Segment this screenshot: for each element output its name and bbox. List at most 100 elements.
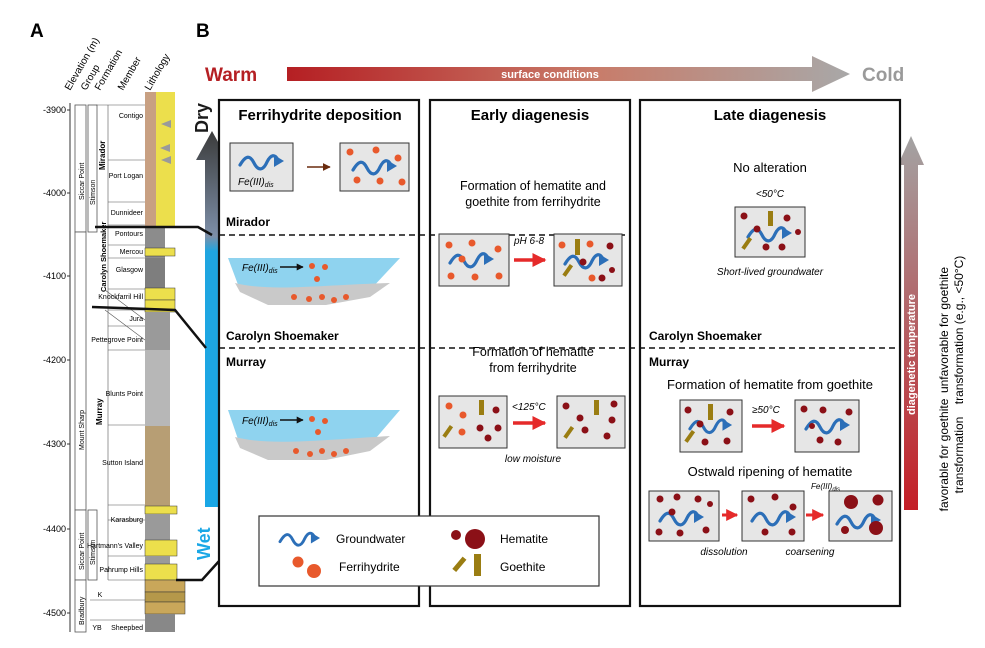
no-alteration-schematic xyxy=(734,206,806,258)
ferrihydrite-particles xyxy=(445,239,503,281)
goethite-rod xyxy=(563,425,575,439)
header-lithology: Lithology xyxy=(143,52,173,92)
murray-lake-schematic: Fe(III)dis xyxy=(228,410,400,460)
formation-box-stimson-lower xyxy=(87,509,98,581)
elevation-label: -4400 xyxy=(43,524,66,534)
hematite-from-goethite-label: Formation of hematite from goethite xyxy=(667,377,873,392)
formation-stimson-upper: Stimson xyxy=(90,180,97,205)
goethite-rod xyxy=(562,263,574,277)
formation-box-stimson-upper xyxy=(87,104,98,233)
formation-label-murray-late: Murray xyxy=(649,355,689,369)
group-bradbury: Bradbury xyxy=(79,596,86,625)
legend: Groundwater Ferrihydrite Hematite Goethi… xyxy=(258,515,600,587)
ferrihydrite-particles xyxy=(293,416,349,457)
group-box-bradbury xyxy=(74,579,87,633)
diagenetic-temperature-label: diagenetic temperature xyxy=(906,294,918,415)
deposition-title: Ferrihydrite deposition xyxy=(238,107,401,124)
temp-lt125-label: <125°C xyxy=(512,402,547,413)
ostwald-schematic xyxy=(648,490,893,542)
elevation-label: -4100 xyxy=(43,271,66,281)
early-text-2-line-2: from ferrihydrite xyxy=(489,361,577,375)
member-pettegrove: Pettegrove Point xyxy=(91,337,143,344)
member-sutton: Sutton Island xyxy=(102,460,143,467)
formation-label-mirador: Mirador xyxy=(226,215,270,229)
panel-a: A Elevation (m) Group Formation Member L… xyxy=(30,21,186,633)
temp-lt50-label: <50°C xyxy=(756,189,785,200)
surface-conditions-label: surface conditions xyxy=(501,69,599,81)
formation-carolyn-shoemaker: Carolyn Shoemaker xyxy=(99,221,108,292)
legend-hematite-icon xyxy=(465,529,485,549)
panel-b-letter: B xyxy=(196,21,210,42)
member-dunnideer: Dunnideer xyxy=(111,210,144,217)
member-contigo: Contigo xyxy=(119,113,143,120)
mirador-lake-schematic: Fe(III)dis xyxy=(228,258,400,305)
goethite-rod xyxy=(575,239,580,255)
formation-label-murray: Murray xyxy=(226,355,266,369)
goethite-rod xyxy=(708,404,713,420)
fe-dissolved-label: Fe(III)dis xyxy=(242,263,278,275)
legend-groundwater-label: Groundwater xyxy=(336,532,405,546)
lake-sediment xyxy=(235,283,390,305)
formation-stimson-lower: Stimson xyxy=(90,540,97,565)
member-pontours: Pontours xyxy=(115,231,144,238)
group-siccar-point-lower: Siccar Point xyxy=(79,533,86,570)
cold-label: Cold xyxy=(862,65,904,86)
elevation-label: -4300 xyxy=(43,439,66,449)
coarsening-label: coarsening xyxy=(786,547,835,558)
member-mercou: Mercou xyxy=(120,249,143,256)
legend-ferrihydrite-label: Ferrihydrite xyxy=(339,560,400,574)
goethite-rod xyxy=(741,236,753,250)
fe-dissolved-label: Fe(III)dis xyxy=(811,482,840,493)
unfavorable-line-2: transformation (e.g., <50°C) xyxy=(952,256,966,405)
late-title: Late diagenesis xyxy=(714,107,827,124)
legend-hematite-icon xyxy=(451,530,461,540)
legend-goethite-icon xyxy=(474,554,481,576)
member-sheepbed: Sheepbed xyxy=(111,625,143,632)
member-hartmann: Hartmann's Valley xyxy=(87,543,144,550)
correlation-line-carolyn xyxy=(91,305,207,349)
temp-ge50-label: ≥50°C xyxy=(752,405,781,416)
goethite-rod xyxy=(684,429,696,443)
panel-a-letter: A xyxy=(30,21,44,42)
favorable-line-2: transformation xyxy=(952,417,966,494)
legend-ferrihydrite-icon xyxy=(292,556,304,568)
early-text-1-line-2: goethite from ferrihydrite xyxy=(465,195,601,209)
member-pahrump: Pahrump Hills xyxy=(99,567,143,574)
wet-label: Wet xyxy=(194,527,214,560)
unfavorable-line-1: unfavorable for goethite xyxy=(937,267,951,393)
lake-sediment xyxy=(235,436,390,460)
formation-label-carolyn-late: Carolyn Shoemaker xyxy=(649,329,762,343)
member-karasburg: Karasburg xyxy=(111,517,143,524)
member-glasgow: Glasgow xyxy=(116,267,144,274)
elevation-label: -4500 xyxy=(43,608,66,618)
lithology-column xyxy=(144,92,186,632)
elevation-label: -4200 xyxy=(43,355,66,365)
panel-b: B Warm surface conditions Cold Dry Wet d… xyxy=(91,21,966,608)
elevation-label: -4000 xyxy=(43,188,66,198)
legend-goethite-label: Goethite xyxy=(500,560,546,574)
formation-label-carolyn: Carolyn Shoemaker xyxy=(226,329,339,343)
ostwald-ripening-label: Ostwald ripening of hematite xyxy=(688,464,853,479)
surface-conditions-arrow xyxy=(287,56,850,92)
no-alteration-label: No alteration xyxy=(733,160,807,175)
member-k: K xyxy=(98,592,103,599)
goethite-rod xyxy=(768,211,773,226)
fe-dissolved-label: Fe(III)dis xyxy=(242,416,278,428)
goethite-to-hematite-schematic: ≥50°C xyxy=(679,399,860,453)
warm-label: Warm xyxy=(205,65,257,86)
group-siccar-point-upper: Siccar Point xyxy=(79,163,86,200)
goethite-rod xyxy=(442,424,454,438)
member-yb: YB xyxy=(92,625,102,632)
early-text-2-line-1: Formation of hematite xyxy=(472,345,594,359)
early-bottom-schematic: <125°C low moisture xyxy=(438,395,626,465)
early-title: Early diagenesis xyxy=(471,107,589,124)
ferrihydrite-particles xyxy=(291,263,349,303)
low-moisture-label: low moisture xyxy=(505,454,562,465)
deposition-top-schematic: Fe(III)dis xyxy=(229,142,410,192)
formation-mirador: Mirador xyxy=(98,141,107,170)
goethite-rod xyxy=(479,400,484,415)
correlation-line-bottom xyxy=(176,559,221,582)
goethite-rod xyxy=(594,400,599,415)
member-jura: Jura xyxy=(129,316,143,323)
